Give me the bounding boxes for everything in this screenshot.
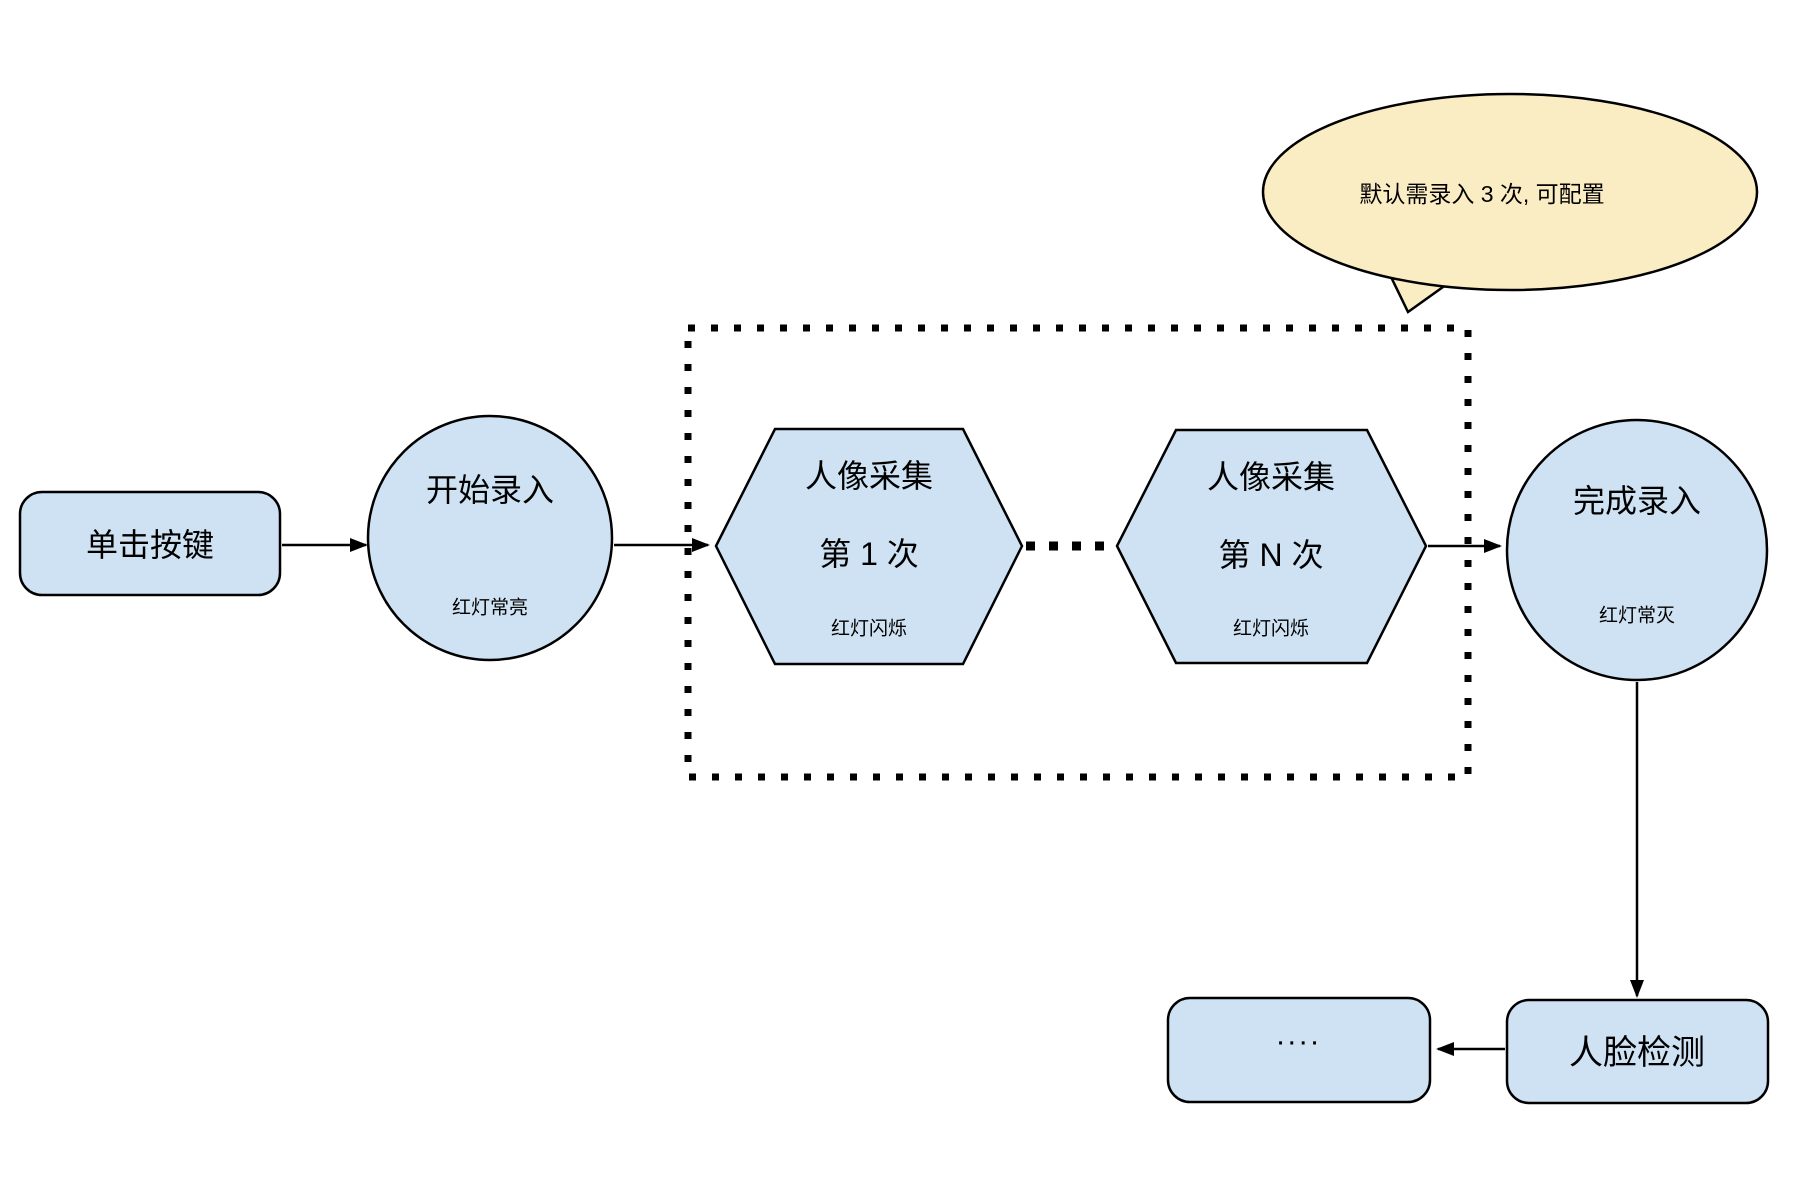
finish-entry-status: 红灯常灭: [1599, 605, 1675, 627]
click-button-label: 单击按键: [86, 527, 214, 563]
capture-first-status: 红灯闪烁: [831, 618, 907, 640]
repeat-group-dotted-border: [684, 324, 1472, 781]
capture-nth-title: 人像采集: [1207, 459, 1335, 495]
finish-entry-shape: [1505, 418, 1769, 682]
capture-nth-shape: [1115, 428, 1428, 665]
node-capture-first: 人像采集 第 1 次 红灯闪烁: [714, 427, 1024, 666]
click-button-shape: [18, 490, 282, 597]
start-entry-status: 红灯常亮: [452, 597, 528, 619]
start-entry-label: 开始录入: [426, 472, 554, 508]
node-face-detection: 人脸检测: [1505, 998, 1770, 1105]
capture-first-shape: [714, 427, 1024, 666]
capture-nth-count: 第 N 次: [1219, 537, 1324, 573]
callout-ellipse: [1261, 92, 1759, 292]
capture-first-title: 人像采集: [805, 458, 933, 494]
node-capture-nth: 人像采集 第 N 次 红灯闪烁: [1115, 428, 1428, 665]
node-finish-entry: 完成录入 红灯常灭: [1505, 418, 1769, 682]
node-ellipsis: ....: [1166, 996, 1432, 1104]
ellipsis-shape: [1166, 996, 1432, 1104]
callout-label: 默认需录入 3 次, 可配置: [1359, 181, 1604, 207]
face-detection-shape: [1505, 998, 1770, 1105]
node-start-entry: 开始录入 红灯常亮: [366, 414, 614, 662]
finish-entry-label: 完成录入: [1573, 483, 1701, 519]
capture-nth-status: 红灯闪烁: [1233, 618, 1309, 640]
node-click-button: 单击按键: [18, 490, 282, 597]
callout-bubble: 默认需录入 3 次, 可配置: [1261, 92, 1759, 314]
face-detection-label: 人脸检测: [1569, 1034, 1705, 1072]
start-entry-shape: [366, 414, 614, 662]
ellipsis-label: ....: [1276, 1019, 1321, 1052]
capture-first-count: 第 1 次: [819, 536, 919, 572]
